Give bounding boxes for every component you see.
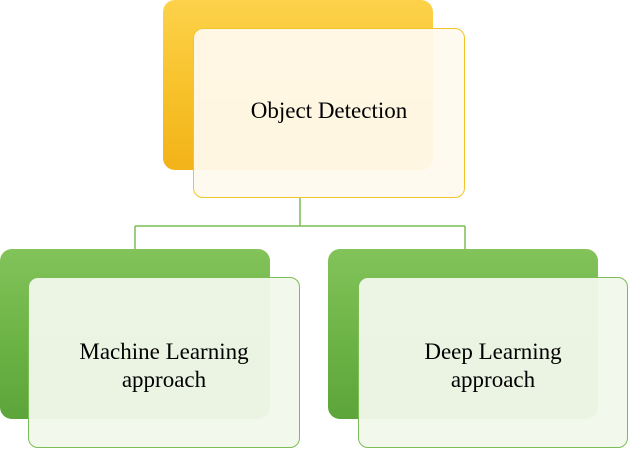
root-node-label: Object Detection: [250, 98, 408, 123]
deep-learning-node-card: [358, 277, 628, 448]
deep-learning-node-label: Deep Learning approach: [424, 339, 562, 393]
machine-learning-node-card: [28, 277, 300, 448]
machine-learning-node-label: Machine Learning approach: [79, 339, 249, 393]
root-node-card: [193, 28, 465, 198]
